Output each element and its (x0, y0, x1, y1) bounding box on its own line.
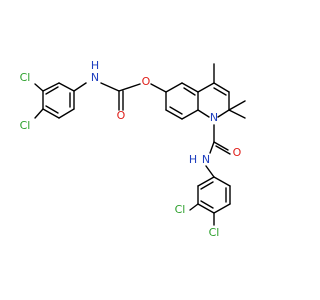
nitrogen-label: N (202, 153, 210, 166)
oxygen-label: O (142, 75, 151, 88)
ring-nitrogen-label: N (210, 111, 218, 124)
hydrogen-label: H (189, 153, 197, 166)
nitrogen-label: N (91, 71, 99, 84)
chlorine-label: Cl (20, 71, 31, 84)
chlorine-label: Cl (175, 203, 186, 216)
oxygen-label: O (233, 146, 242, 159)
oxygen-label: O (117, 109, 126, 122)
chlorine-label: Cl (20, 119, 31, 132)
bond-lines (34, 63, 246, 226)
chlorine-label: Cl (209, 226, 220, 239)
molecule-structure: Cl Cl N H O O N O N H Cl Cl (20, 59, 246, 239)
hydrogen-label: H (91, 59, 99, 72)
atom-labels: Cl Cl N H O O N O N H Cl Cl (20, 59, 242, 239)
